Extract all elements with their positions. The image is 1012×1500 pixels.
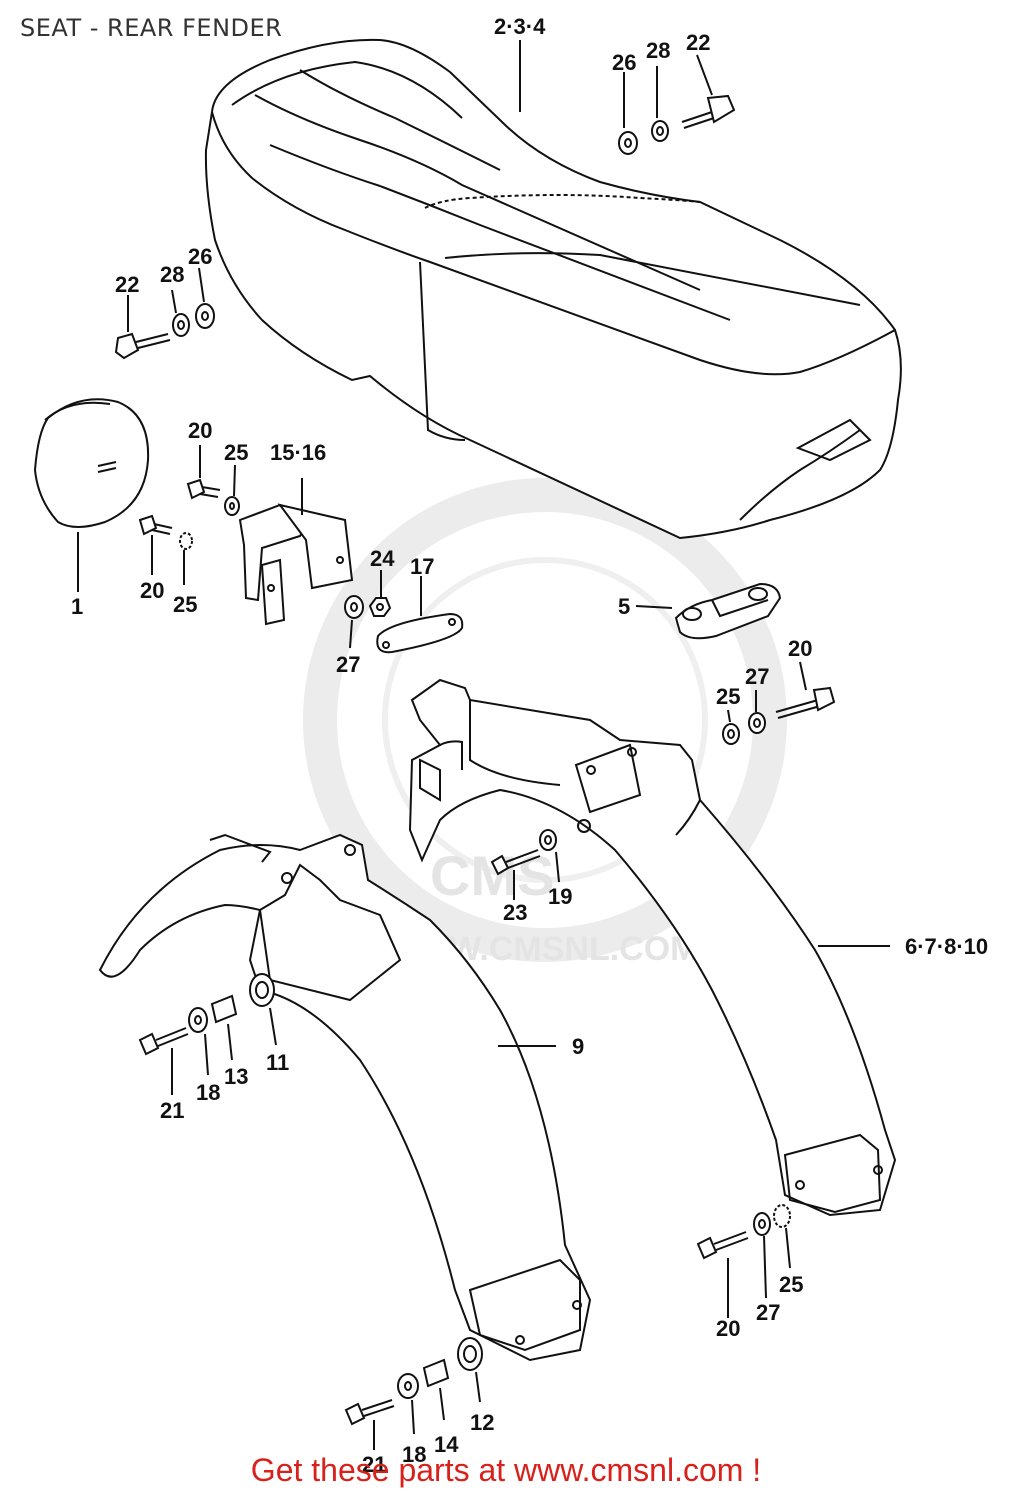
callout-washer-25-b: 25	[173, 592, 197, 617]
callout-washer-27-b: 27	[745, 664, 769, 689]
callout-washer-27-c: 27	[756, 1300, 780, 1325]
seat-bolt-set-left	[114, 267, 215, 360]
mount-set-lower	[344, 1337, 483, 1450]
callout-bolt-20-d: 20	[716, 1316, 740, 1341]
bracket	[238, 478, 354, 626]
callout-grommet-12: 12	[470, 1410, 494, 1435]
callout-bolt-22-b: 22	[115, 272, 139, 297]
callout-bracket-5: 5	[618, 594, 630, 619]
footer-link-text[interactable]: Get these parts at www.cmsnl.com !	[250, 1452, 762, 1488]
callout-washer-28-a: 28	[646, 38, 670, 63]
seat-bolt-set-right	[618, 54, 736, 155]
callout-collar-13: 13	[224, 1064, 248, 1089]
callout-fender-9: 9	[572, 1034, 584, 1059]
callout-bolt-21-b: 21	[362, 1452, 386, 1477]
callout-bolt-22-a: 22	[686, 30, 710, 55]
cap	[33, 398, 150, 592]
plate-set-17-24-27	[344, 570, 464, 654]
callout-washer-25-a: 25	[224, 440, 248, 465]
rear-fender-front-section	[408, 678, 897, 1217]
callout-washer-18-b: 18	[402, 1442, 426, 1467]
callout-bolt-20-c: 20	[788, 636, 812, 661]
callout-grommet-11: 11	[266, 1050, 289, 1075]
callout-fender-6-7-8-10: 6·7·8·10	[905, 934, 988, 959]
seat-catch-bracket	[635, 582, 782, 640]
callout-bolt-23: 23	[503, 900, 527, 925]
callout-washer-27-a: 27	[336, 652, 360, 677]
callout-cap-1: 1	[71, 594, 83, 619]
callout-bolt-20-a: 20	[188, 418, 212, 443]
bolt-set-20-25	[138, 445, 240, 585]
watermark: CMS WWW.CMSNL.COM	[303, 478, 787, 968]
rear-fender-rear-section	[98, 833, 592, 1362]
mount-set-upper	[138, 973, 277, 1095]
callout-bolt-21-a: 21	[160, 1098, 184, 1123]
watermark-logo: CMS	[430, 844, 554, 907]
callout-washer-26-b: 26	[188, 244, 212, 269]
callout-washer-26-a: 26	[612, 50, 636, 75]
page-title: SEAT - REAR FENDER	[20, 14, 283, 42]
seat	[204, 38, 902, 540]
callout-washer-18-a: 18	[196, 1080, 220, 1105]
callout-washer-28-b: 28	[160, 262, 184, 287]
bolt-set-23-19	[490, 829, 560, 900]
callout-washer-19: 19	[548, 884, 572, 909]
bolt-set-right-mid	[722, 661, 836, 745]
callout-nut-24: 24	[370, 546, 395, 571]
callout-seat: 2·3·4	[494, 14, 546, 39]
callout-washer-25-c: 25	[716, 684, 740, 709]
callout-collar-14: 14	[434, 1432, 459, 1457]
callout-plate-17: 17	[410, 554, 434, 579]
callout-bracket-15-16: 15·16	[270, 440, 326, 465]
bolt-set-right-lower	[696, 1204, 791, 1318]
callout-bolt-20-b: 20	[140, 578, 164, 603]
callout-washer-25-d: 25	[779, 1272, 803, 1297]
callout-labels: 2·3·4 26 28 22 22 28 26 1 20 25 20 25 15…	[71, 14, 988, 1477]
